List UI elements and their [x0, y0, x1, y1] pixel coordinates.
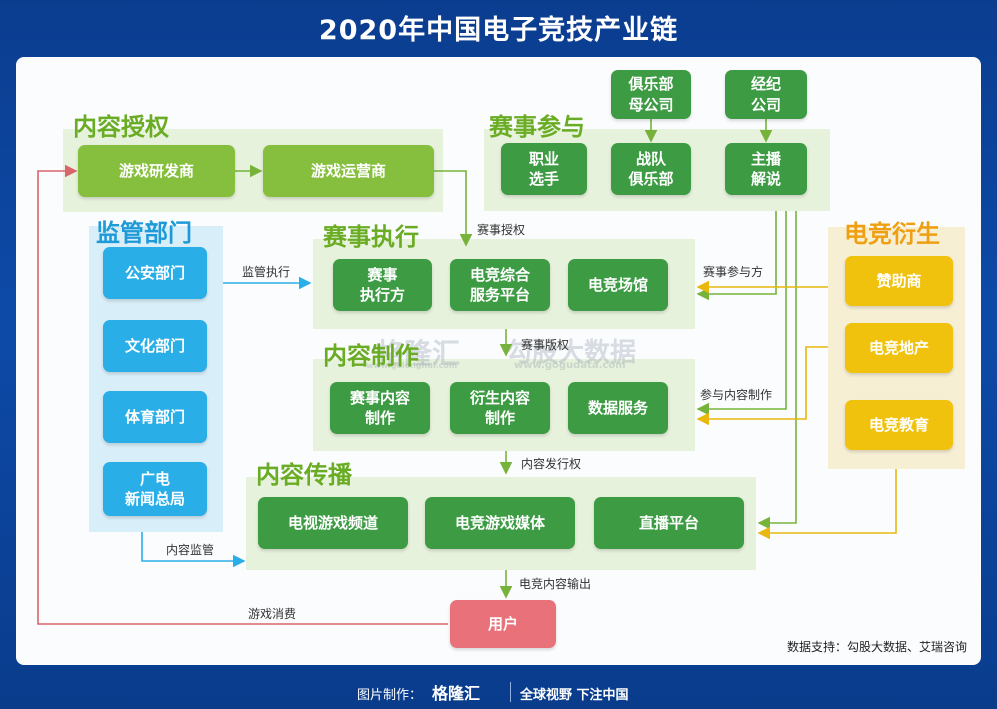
connector-arrows — [37, 119, 897, 625]
box-anchor-commentary: 主播 解说 — [725, 143, 807, 195]
box-event-content: 赛事内容 制作 — [330, 382, 430, 434]
box-tv-game-channel: 电视游戏频道 — [258, 497, 408, 549]
box-team-club: 战队 俱乐部 — [611, 143, 691, 195]
label-content-release: 内容发行权 — [521, 457, 582, 471]
section-content-license: 内容授权 — [73, 113, 169, 141]
box-esports-media: 电竞游戏媒体 — [425, 497, 575, 549]
box-user: 用户 — [450, 600, 556, 648]
source-note: 数据支持：勾股大数据、艾瑞咨询 — [786, 640, 967, 654]
box-game-developer: 游戏研发商 — [78, 145, 235, 197]
section-event-participation: 赛事参与 — [489, 113, 585, 141]
section-event-execution: 赛事执行 — [323, 223, 419, 251]
footer-divider — [510, 682, 511, 702]
box-game-operator: 游戏运营商 — [263, 145, 434, 197]
footer-slogan: 全球视野 下注中国 — [520, 688, 629, 703]
label-event-participant: 赛事参与方 — [703, 265, 764, 279]
box-esports-venue: 电竞场馆 — [568, 259, 668, 311]
box-event-executor: 赛事 执行方 — [333, 259, 432, 311]
section-content-distribution: 内容传播 — [256, 461, 352, 489]
box-public-security: 公安部门 — [103, 247, 207, 299]
section-content-production: 内容制作 — [323, 342, 419, 370]
box-data-service: 数据服务 — [568, 382, 668, 434]
label-supervision-exec: 监管执行 — [242, 265, 291, 279]
box-esports-realestate: 电竞地产 — [845, 323, 953, 373]
box-sponsor: 赞助商 — [845, 256, 953, 306]
section-supervision: 监管部门 — [96, 219, 192, 247]
footer-credit: 图片制作： — [357, 688, 423, 703]
box-pro-players: 职业 选手 — [501, 143, 587, 195]
box-derivative-content: 衍生内容 制作 — [450, 382, 550, 434]
label-join-production: 参与内容制作 — [700, 388, 773, 402]
footer: 图片制作： 格隆汇 全球视野 下注中国 — [0, 676, 997, 709]
box-culture-dept: 文化部门 — [103, 320, 207, 372]
label-game-consumption: 游戏消费 — [248, 607, 297, 621]
gogudata-watermark: 勾股大数据 — [506, 338, 637, 368]
gelonghui-watermark-url: www.gelonghui.com — [366, 361, 458, 370]
box-club-parent: 俱乐部 母公司 — [611, 70, 691, 119]
box-agency: 经纪 公司 — [725, 70, 807, 119]
gogudata-watermark-url: www.gogudata.com — [514, 360, 626, 371]
box-sports-dept: 体育部门 — [103, 391, 207, 443]
box-esports-platform: 电竞综合 服务平台 — [450, 259, 550, 311]
section-esports-derivatives: 电竞衍生 — [844, 220, 940, 248]
box-esports-education: 电竞教育 — [845, 400, 953, 450]
label-event-rights: 赛事版权 — [521, 338, 570, 352]
label-content-monitor: 内容监管 — [166, 543, 215, 557]
gelonghui-watermark: 格隆汇 — [376, 337, 461, 370]
gelonghui-logo: 格隆汇 — [432, 684, 481, 703]
diagram-panel: 格隆汇 www.gelonghui.com 勾股大数据 www.gogudata… — [16, 57, 981, 665]
box-radio-tv: 广电 新闻总局 — [103, 462, 207, 516]
label-content-output: 电竞内容输出 — [519, 577, 592, 591]
label-event-license: 赛事授权 — [477, 223, 526, 237]
box-live-platform: 直播平台 — [594, 497, 744, 549]
page-title: 2020年中国电子竞技产业链 — [318, 15, 679, 46]
